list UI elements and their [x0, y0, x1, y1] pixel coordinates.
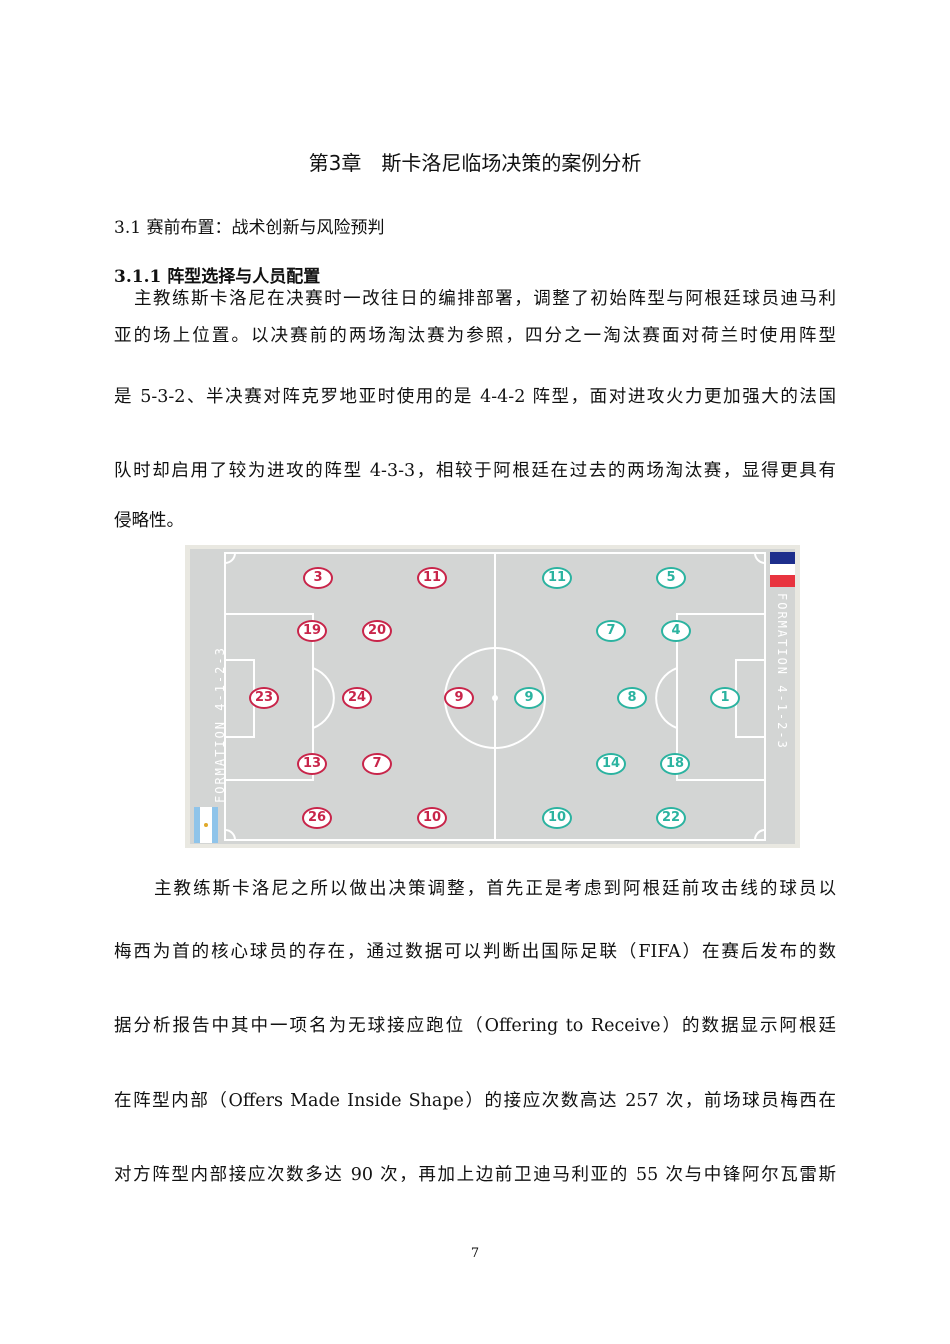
- paragraph-line: 侵略性。: [114, 511, 184, 531]
- pitch-lines: [190, 549, 795, 844]
- paragraph-line: 主教练斯卡洛尼之所以做出决策调整，首先正是考虑到阿根廷前攻击线的球员以: [154, 879, 836, 899]
- paragraph-line: 主教练斯卡洛尼在决赛时一改往日的编排部署，调整了初始阵型与阿根廷球员迪马利: [134, 289, 836, 309]
- left-player-marker: 10: [417, 807, 447, 829]
- left-player-marker: 13: [297, 753, 327, 775]
- paragraph-line: 是 5-3-2、半决赛对阵克罗地亚时使用的是 4-4-2 阵型，面对进攻火力更加…: [114, 387, 836, 407]
- left-player-marker: 19: [297, 620, 327, 642]
- paragraph-line: 对方阵型内部接应次数多达 90 次，再加上边前卫迪马利亚的 55 次与中锋阿尔瓦…: [114, 1165, 836, 1185]
- left-formation-label: FORMATION 4-1-2-3: [213, 646, 227, 803]
- left-player-marker: 24: [342, 687, 372, 709]
- right-player-marker: 5: [656, 567, 686, 589]
- right-player-marker: 9: [514, 687, 544, 709]
- left-player-marker: 11: [417, 567, 447, 589]
- paragraph-line: 据分析报告中其中一项名为无球接应跑位（Offering to Receive）的…: [114, 1016, 836, 1036]
- right-player-marker: 22: [656, 807, 686, 829]
- left-player-marker: 26: [302, 807, 332, 829]
- paragraph-line: 梅西为首的核心球员的存在，通过数据可以判断出国际足联（FIFA）在赛后发布的数: [114, 942, 836, 962]
- argentina-flag-icon: [194, 807, 218, 843]
- left-player-marker: 7: [362, 753, 392, 775]
- right-player-marker: 11: [542, 567, 572, 589]
- subsection-title: 3.1.1 阵型选择与人员配置: [114, 267, 321, 287]
- left-player-marker: 23: [249, 687, 279, 709]
- paragraph-line: 亚的场上位置。以决赛前的两场淘汰赛为参照，四分之一淘汰赛面对荷兰时使用阵型: [114, 326, 836, 346]
- right-player-marker: 10: [542, 807, 572, 829]
- left-penalty-arc: [312, 667, 335, 729]
- right-player-marker: 8: [617, 687, 647, 709]
- section-title: 3.1 赛前布置：战术创新与风险预判: [114, 218, 385, 238]
- right-player-marker: 4: [661, 620, 691, 642]
- paragraph-line: 在阵型内部（Offers Made Inside Shape）的接应次数高达 2…: [114, 1091, 836, 1111]
- right-penalty-arc: [655, 667, 678, 729]
- right-player-marker: 18: [660, 753, 690, 775]
- france-flag-icon: [770, 552, 795, 587]
- right-formation-label: FORMATION 4-1-2-3: [775, 593, 789, 750]
- left-player-marker: 9: [444, 687, 474, 709]
- page-number: 7: [470, 1246, 480, 1261]
- right-player-marker: 7: [596, 620, 626, 642]
- paragraph-line: 队时却启用了较为进攻的阵型 4-3-3，相较于阿根廷在过去的两场淘汰赛，显得更具…: [114, 461, 836, 481]
- left-player-marker: 3: [303, 567, 333, 589]
- right-player-marker: 1: [710, 687, 740, 709]
- right-player-marker: 14: [596, 753, 626, 775]
- left-player-marker: 20: [362, 620, 392, 642]
- center-spot: [492, 695, 498, 701]
- chapter-title: 第3章 斯卡洛尼临场决策的案例分析: [308, 151, 642, 175]
